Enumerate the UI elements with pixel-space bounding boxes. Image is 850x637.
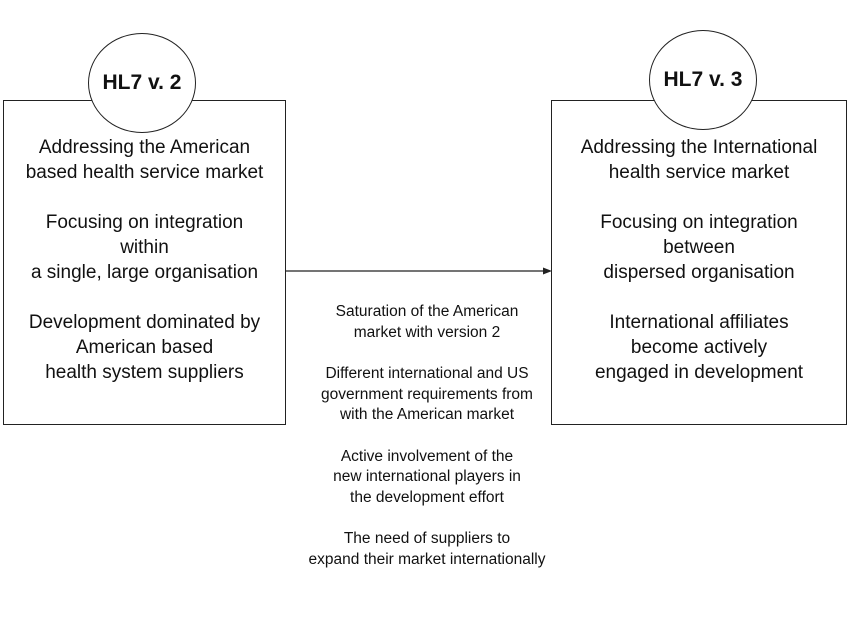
hl7-v3-integration-text: Focusing on integration between disperse… bbox=[600, 212, 798, 283]
hl7-v2-integration-text: Focusing on integration within a single,… bbox=[30, 212, 259, 283]
driver-item: Saturation of the American market with v… bbox=[335, 303, 519, 341]
hl7-v3-circle: HL7 v. 3 bbox=[649, 30, 757, 130]
hl7-v3-description: Addressing the International health serv… bbox=[552, 135, 846, 385]
driver-item: The need of suppliers to expand their ma… bbox=[308, 530, 546, 568]
hl7-v2-description: Addressing the American based health ser… bbox=[4, 135, 285, 385]
hl7-v2-development-text: Development dominated by American based … bbox=[28, 312, 261, 383]
hl7-v3-market-text: Addressing the International health serv… bbox=[580, 137, 818, 183]
hl7-v2-market-text: Addressing the American based health ser… bbox=[25, 137, 264, 183]
transition-drivers: Saturation of the American market with v… bbox=[282, 302, 572, 570]
driver-item: Active involvement of the new internatio… bbox=[333, 447, 521, 506]
hl7-v2-label: HL7 v. 2 bbox=[102, 71, 182, 94]
arrow-head-icon bbox=[543, 267, 552, 275]
hl7-v2-circle: HL7 v. 2 bbox=[88, 33, 196, 133]
hl7-v3-label: HL7 v. 3 bbox=[663, 68, 743, 91]
driver-item: Different international and US governmen… bbox=[321, 365, 533, 423]
hl7-v2-box: Addressing the American based health ser… bbox=[3, 100, 286, 425]
hl7-v3-development-text: International affiliates become actively… bbox=[594, 312, 804, 383]
